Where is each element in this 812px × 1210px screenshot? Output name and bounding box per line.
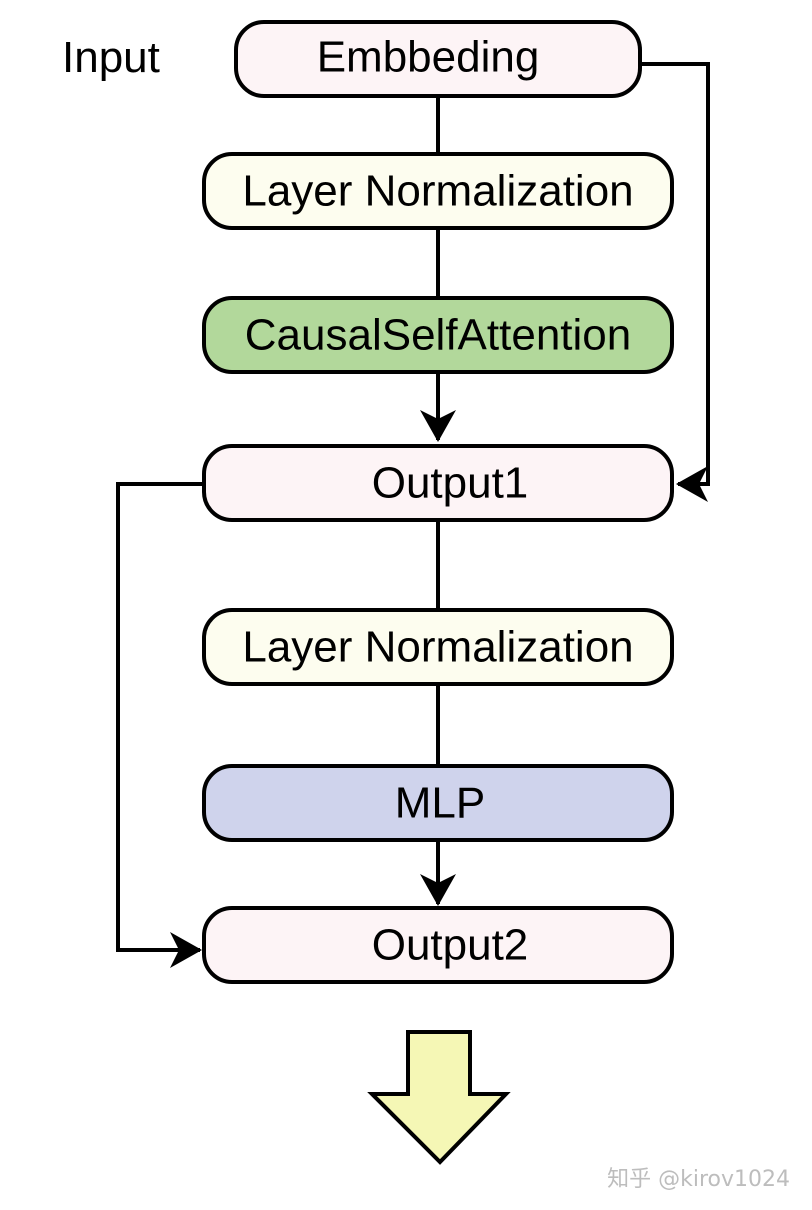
node-layer-norm-1-label: Layer Normalization — [242, 167, 633, 216]
node-embedding: Embbeding — [234, 20, 642, 98]
node-output2-label: Output2 — [372, 921, 529, 970]
input-label: Input — [62, 33, 160, 82]
node-causal-self-attention-box — [202, 296, 674, 374]
edges — [116, 62, 710, 968]
node-output2: Output2 — [202, 906, 674, 984]
node-mlp-label: MLP — [395, 779, 485, 828]
node-layer-norm-1: Layer Normalization — [202, 152, 674, 230]
node-layer-norm-2: Layer Normalization — [202, 608, 674, 686]
edge-residual-embedding-to-output1 — [640, 62, 710, 502]
watermark-text: 知乎 @kirov1024 — [607, 1167, 790, 1192]
node-causal-self-attention-label: CausalSelfAttention — [245, 311, 631, 360]
node-output1: Output1 — [202, 444, 674, 522]
node-layer-norm-2-label: Layer Normalization — [242, 623, 633, 672]
node-embedding-box — [234, 20, 642, 98]
node-mlp: MLP — [202, 764, 674, 842]
node-output2-box — [202, 906, 674, 984]
node-causal-self-attention: CausalSelfAttention — [202, 296, 674, 374]
node-output1-label: Output1 — [372, 459, 529, 508]
node-layer-norm-2-box — [202, 608, 674, 686]
edge-residual-output1-to-output2 — [116, 482, 204, 968]
down-arrow-icon — [367, 1030, 511, 1165]
node-output1-box — [202, 444, 674, 522]
node-layer-norm-1-box — [202, 152, 674, 230]
node-mlp-box — [202, 764, 674, 842]
node-embedding-label: Embbeding — [317, 33, 540, 82]
